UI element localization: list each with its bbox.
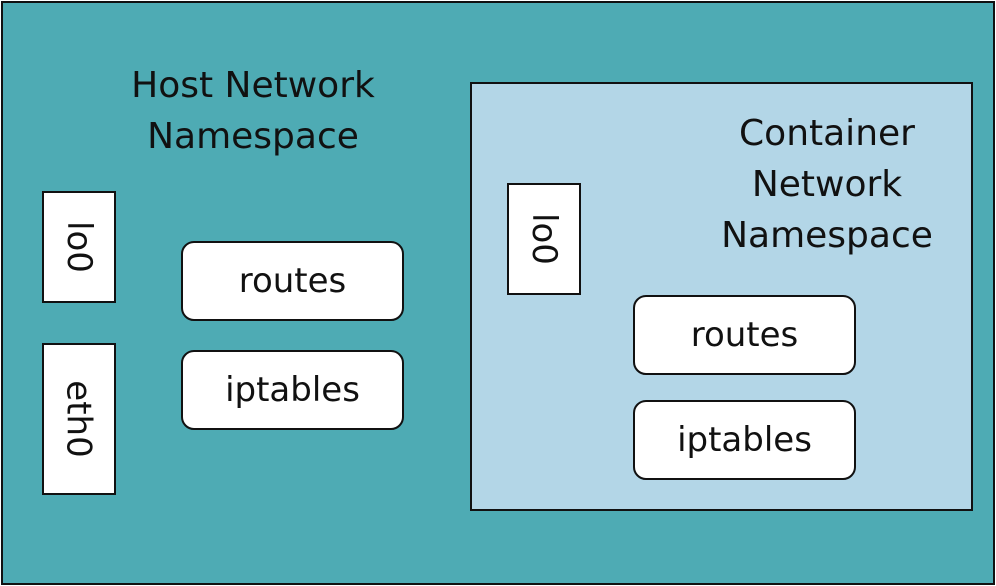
container-routes-box: routes — [633, 295, 856, 375]
host-routes-box: routes — [181, 241, 404, 321]
host-interface-lo0: lo0 — [42, 191, 116, 303]
container-interface-lo0-label: lo0 — [523, 213, 564, 265]
host-interface-eth0: eth0 — [42, 343, 116, 495]
container-interface-lo0: lo0 — [507, 183, 581, 295]
container-iptables-box: iptables — [633, 400, 856, 480]
host-interface-lo0-label: lo0 — [58, 221, 99, 273]
host-iptables-box: iptables — [181, 350, 404, 430]
container-namespace-title: Container Network Namespace — [721, 113, 933, 256]
host-interface-eth0-label: eth0 — [59, 380, 99, 458]
host-namespace-title: Host Network Namespace — [131, 65, 375, 157]
container-network-namespace: Container Network Namespace lo0 routes i… — [470, 82, 973, 511]
